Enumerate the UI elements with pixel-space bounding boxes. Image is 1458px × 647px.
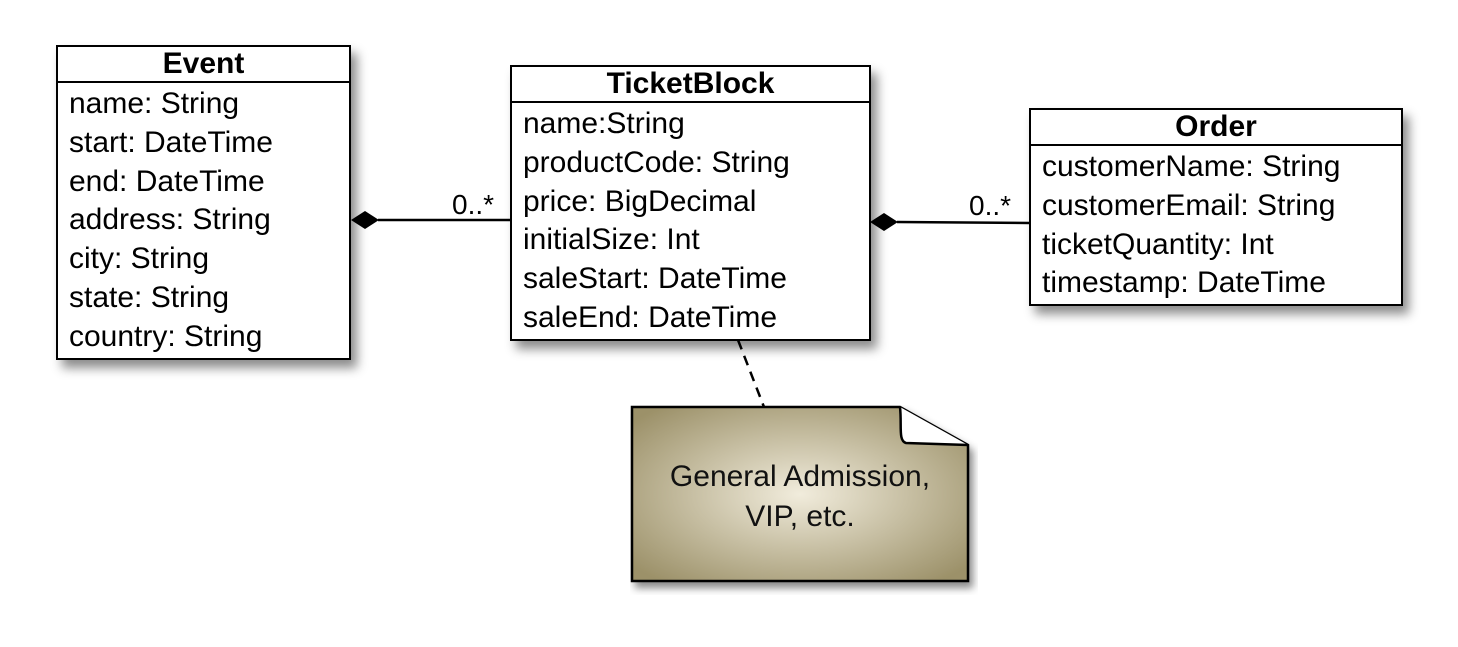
association-line — [896, 220, 1031, 225]
note-line: VIP, etc. — [745, 500, 855, 533]
multiplicity-label: 0..* — [969, 190, 1011, 221]
attribute: productCode: String — [523, 145, 790, 179]
attribute: customerEmail: String — [1042, 188, 1336, 222]
note[interactable]: General Admission, VIP, etc. — [630, 405, 970, 583]
attribute: name: String — [69, 87, 240, 120]
attribute: price: BigDecimal — [523, 184, 757, 218]
event-ticketblock-association: 0..* — [351, 189, 511, 229]
class-name: TicketBlock — [512, 67, 869, 103]
attribute: customerName: String — [1042, 150, 1341, 183]
attribute: city: String — [69, 242, 210, 276]
note-fold-icon — [898, 406, 969, 447]
composition-diamond-icon — [870, 213, 898, 231]
attribute: country: String — [69, 319, 263, 353]
attribute: saleStart: DateTime — [523, 262, 787, 296]
attribute: end: DateTime — [69, 164, 265, 198]
multiplicity-label: 0..* — [452, 189, 494, 220]
attribute: saleEnd: DateTime — [523, 300, 778, 334]
attribute: name:String — [523, 107, 685, 140]
note-text: General Admission, VIP, etc. — [630, 457, 970, 537]
note-shape — [630, 405, 970, 583]
ticketblock-order-association: 0..* — [870, 190, 1031, 231]
note-line: General Admission, — [669, 460, 931, 493]
attribute: initialSize: Int — [523, 223, 700, 257]
attribute-list: customerName: String customerEmail: Stri… — [1031, 146, 1401, 303]
class-order[interactable]: Order customerName: String customerEmail… — [1029, 108, 1403, 306]
attribute: ticketQuantity: Int — [1042, 227, 1274, 261]
class-ticketblock[interactable]: TicketBlock name:String productCode: Str… — [510, 65, 871, 341]
attribute-list: name:String productCode: String price: B… — [512, 103, 869, 338]
attribute: timestamp: DateTime — [1042, 266, 1326, 300]
attribute-list: name: String start: DateTime end: DateTi… — [58, 83, 349, 357]
attribute: state: String — [69, 280, 230, 314]
class-name: Order — [1031, 110, 1401, 146]
attribute: start: DateTime — [69, 125, 273, 159]
class-event[interactable]: Event name: String start: DateTime end: … — [56, 45, 351, 360]
composition-diamond-icon — [351, 211, 379, 229]
class-name: Event — [58, 47, 349, 83]
attribute: address: String — [69, 203, 271, 237]
note-anchor-line — [736, 339, 766, 408]
